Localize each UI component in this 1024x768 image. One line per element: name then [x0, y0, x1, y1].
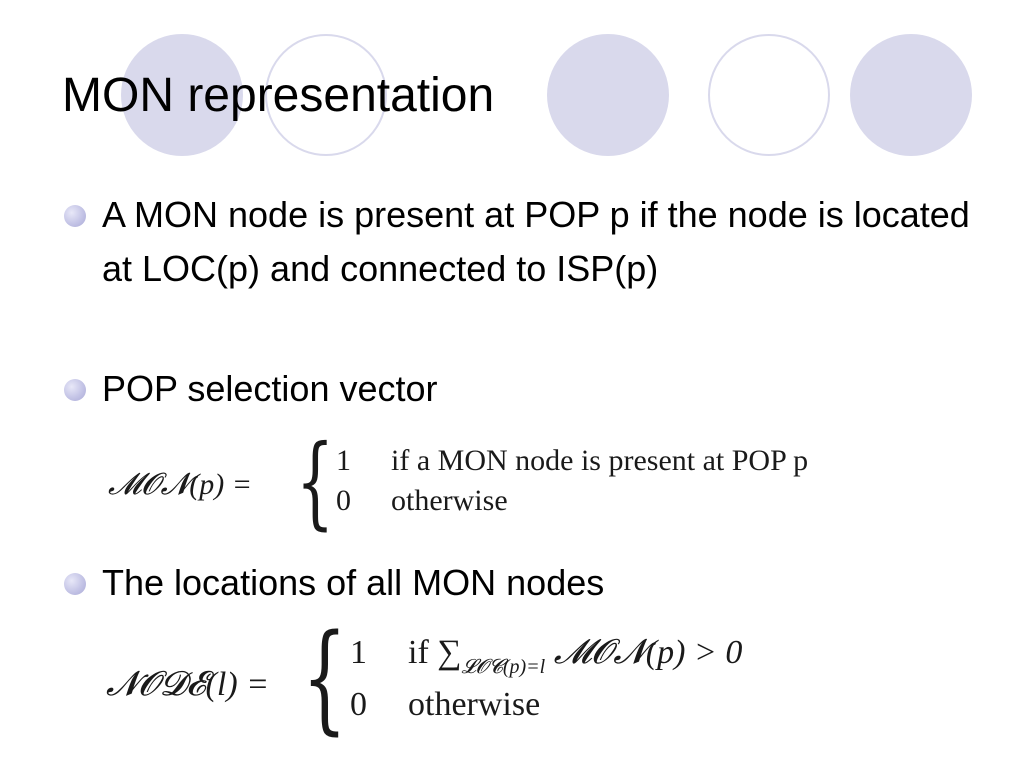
sum-rest: 𝓜𝓞𝓝(p) > 0 — [545, 634, 743, 671]
case-value: 1 — [336, 444, 351, 477]
bullet-dot-icon — [64, 379, 86, 401]
case-value: 0 — [336, 484, 351, 517]
case-condition: otherwise — [408, 686, 541, 723]
decorative-circle-icon — [121, 34, 243, 156]
decorative-circle-outline-icon — [265, 34, 387, 156]
equation-lhs: 𝓝𝓞𝓓𝓔(l) = — [106, 666, 270, 703]
bullet-text: The locations of all MON nodes — [102, 562, 605, 603]
bullet-dot-icon — [64, 205, 86, 227]
case-value: 1 — [350, 634, 367, 671]
bullet-dot-icon — [64, 573, 86, 595]
bullet-item: The locations of all MON nodes — [64, 556, 605, 610]
brace-icon: { — [302, 608, 348, 746]
decorative-circle-icon — [850, 34, 972, 156]
case-condition: if a MON node is present at POP p — [391, 444, 809, 477]
bullet-item: A MON node is present at POP p if the no… — [64, 188, 982, 296]
bullet-text: A MON node is present at POP p if the no… — [102, 194, 970, 289]
bullet-text: POP selection vector — [102, 368, 438, 409]
case-value: 0 — [350, 686, 367, 723]
bullet-item: POP selection vector — [64, 362, 438, 416]
case-condition: if ∑𝓛𝓞𝓒(p)=l 𝓜𝓞𝓝(p) > 0 — [408, 634, 743, 678]
equation-lhs: 𝓜𝓞𝓝(p) = — [108, 468, 252, 501]
brace-icon: { — [296, 423, 335, 540]
slide-title: MON representation — [62, 69, 495, 122]
equation-case: 1 if a MON node is present at POP p — [336, 444, 808, 478]
equation-case: 1 if ∑𝓛𝓞𝓒(p)=l 𝓜𝓞𝓝(p) > 0 — [350, 634, 742, 678]
equation-node: 𝓝𝓞𝓓𝓔(l) = { 1 if ∑𝓛𝓞𝓒(p)=l 𝓜𝓞𝓝(p) > 0 0 … — [106, 618, 866, 738]
equation-case: 0 otherwise — [350, 686, 540, 724]
sum-subscript: 𝓛𝓞𝓒(p)=l — [461, 656, 546, 678]
decorative-circle-outline-icon — [708, 34, 830, 156]
equation-case: 0 otherwise — [336, 484, 508, 518]
equation-mon: 𝓜𝓞𝓝(p) = { 1 if a MON node is present at… — [108, 432, 888, 535]
decorative-circle-icon — [547, 34, 669, 156]
case-condition: otherwise — [391, 484, 508, 517]
sum-prefix: if ∑ — [408, 634, 462, 671]
